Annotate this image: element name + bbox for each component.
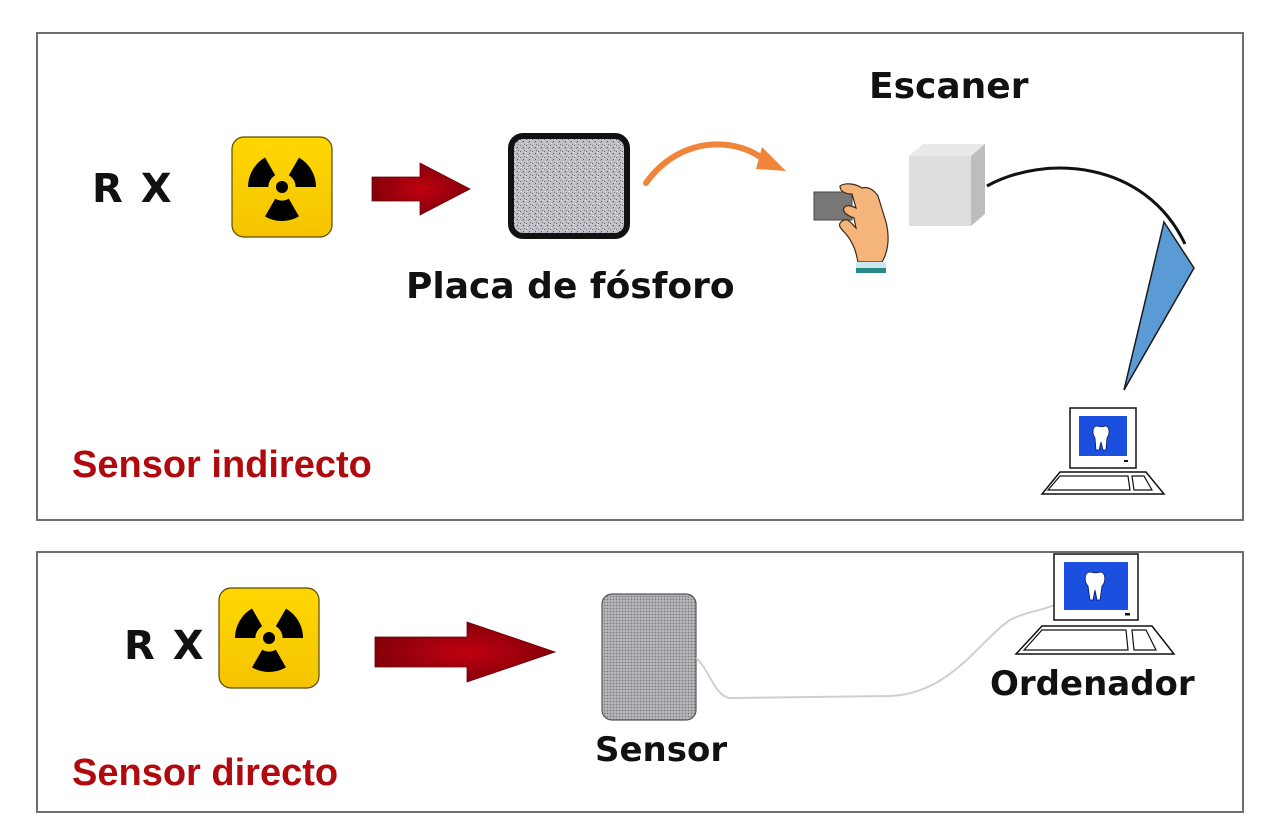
computer-icon <box>1040 407 1166 495</box>
sensor-label: Sensor <box>595 730 728 770</box>
cable-icon <box>695 603 1057 700</box>
scanner-label: Escaner <box>869 66 1029 107</box>
digital-sensor-icon <box>601 593 697 721</box>
radiation-icon <box>218 587 320 689</box>
rx-label: R X <box>92 166 174 212</box>
computer-icon <box>1014 553 1176 655</box>
right-arrow-icon <box>374 621 557 683</box>
indirect-sensor-panel <box>36 32 1244 521</box>
curved-arrow-icon <box>643 141 786 186</box>
right-arrow-icon <box>371 162 471 216</box>
indirect-sensor-title: Sensor indirecto <box>72 444 372 486</box>
phosphor-plate-icon <box>508 133 630 239</box>
phosphor-plate-label: Placa de fósforo <box>406 266 735 307</box>
computer-label: Ordenador <box>990 664 1195 704</box>
ray-beam-icon <box>1123 220 1195 391</box>
cable-icon <box>986 166 1187 245</box>
hand-holding-plate-icon <box>813 183 889 273</box>
rx-label: R X <box>124 623 206 669</box>
radiation-icon <box>231 136 333 238</box>
direct-sensor-title: Sensor directo <box>72 752 339 794</box>
scanner-cube-icon <box>909 144 985 226</box>
